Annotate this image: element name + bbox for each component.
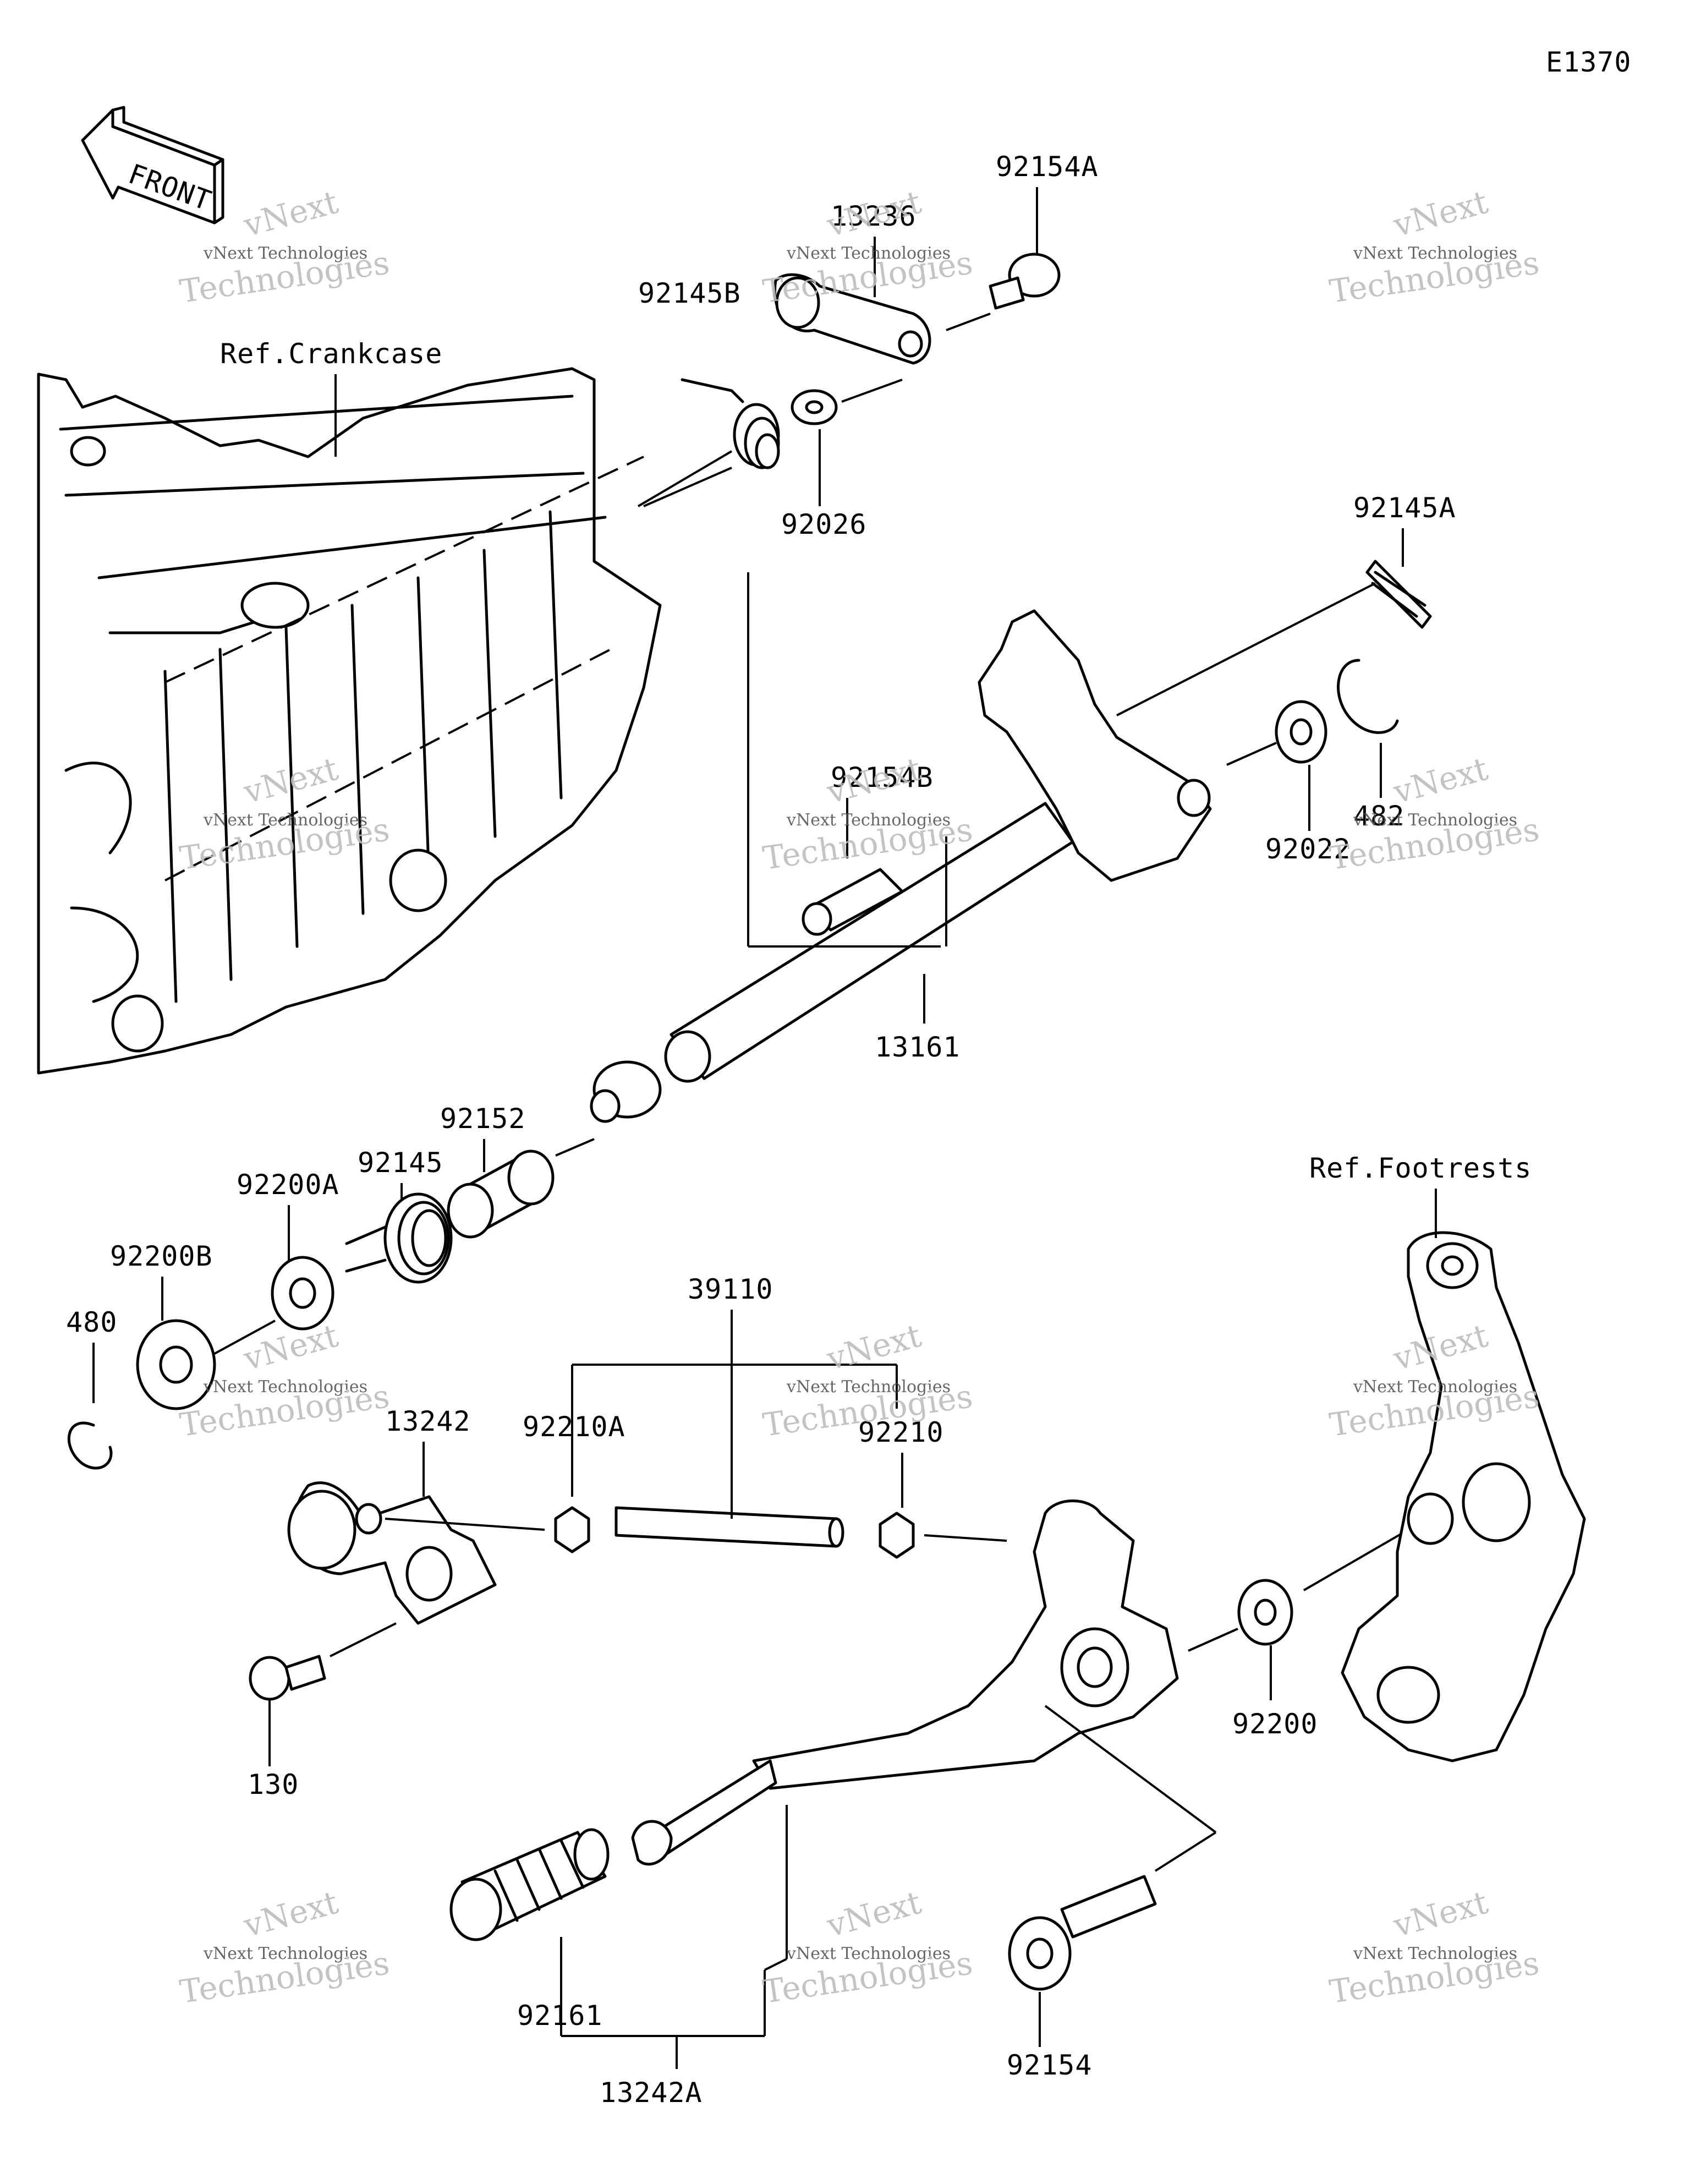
part-39110 xyxy=(614,1506,844,1548)
part-13236 xyxy=(773,273,931,365)
part-92200 xyxy=(1237,1579,1293,1646)
part-92210A xyxy=(554,1506,590,1553)
part-482 xyxy=(1337,659,1399,734)
svg-text:vNext Technologies: vNext Technologies xyxy=(786,1377,951,1397)
svg-text:vNext Technologies: vNext Technologies xyxy=(786,244,951,263)
part-92210 xyxy=(879,1512,915,1559)
label-480: 480 xyxy=(66,1306,117,1338)
label-92154: 92154 xyxy=(1007,2049,1093,2081)
svg-text:vNext: vNext xyxy=(822,183,925,244)
svg-text:vNext: vNext xyxy=(822,1884,925,1945)
svg-text:vNext Technologies: vNext Technologies xyxy=(1353,1944,1517,1963)
svg-text:vNext: vNext xyxy=(1389,750,1492,811)
label-92210: 92210 xyxy=(858,1416,944,1448)
label-39110: 39110 xyxy=(688,1273,773,1305)
svg-text:vNext: vNext xyxy=(1389,183,1492,244)
label-92022: 92022 xyxy=(1265,833,1351,865)
label-92161: 92161 xyxy=(517,2000,603,2032)
part-130 xyxy=(249,1655,326,1701)
svg-text:vNext: vNext xyxy=(822,1317,925,1378)
part-92154 xyxy=(1008,1875,1157,1991)
part-92145B xyxy=(681,378,780,469)
label-92145B: 92145B xyxy=(638,277,741,309)
part-92152 xyxy=(447,1150,555,1239)
part-92200A xyxy=(271,1256,334,1331)
svg-text:vNext Technologies: vNext Technologies xyxy=(786,811,951,830)
label-92200B: 92200B xyxy=(110,1240,213,1272)
label-482: 482 xyxy=(1353,800,1404,832)
label-92200: 92200 xyxy=(1232,1708,1318,1740)
label-92145A: 92145A xyxy=(1353,492,1456,524)
part-92200B xyxy=(136,1319,216,1410)
label-13236: 13236 xyxy=(831,200,917,232)
front-arrow-icon: FRONT xyxy=(81,106,224,225)
label-92145: 92145 xyxy=(358,1147,443,1179)
part-92022 xyxy=(1275,700,1327,764)
svg-text:vNext Technologies: vNext Technologies xyxy=(786,1944,951,1963)
part-92145A xyxy=(1365,560,1432,629)
svg-text:vNext: vNext xyxy=(239,183,342,244)
part-480 xyxy=(67,1421,113,1470)
svg-text:vNext Technologies: vNext Technologies xyxy=(1353,244,1517,263)
part-92026 xyxy=(791,389,838,425)
ref-footrests-label: Ref.Footrests xyxy=(1309,1152,1532,1184)
label-92154A: 92154A xyxy=(996,151,1099,183)
part-13161 xyxy=(590,609,1212,1123)
label-13242A: 13242A xyxy=(600,2077,703,2109)
part-92161 xyxy=(449,1828,610,1941)
part-92145 xyxy=(345,1192,453,1284)
svg-text:vNext: vNext xyxy=(239,1884,342,1945)
svg-text:vNext: vNext xyxy=(822,750,925,811)
svg-text:vNext Technologies: vNext Technologies xyxy=(203,244,367,263)
ref-crankcase-label: Ref.Crankcase xyxy=(220,338,442,370)
svg-text:vNext: vNext xyxy=(1389,1884,1492,1945)
svg-text:vNext Technologies: vNext Technologies xyxy=(1353,1377,1517,1397)
svg-text:vNext Technologies: vNext Technologies xyxy=(203,1377,367,1397)
label-130: 130 xyxy=(248,1769,299,1800)
part-13242A xyxy=(631,1499,1179,1866)
footrest-bracket-illustration xyxy=(1341,1231,1586,1762)
crankcase-illustration xyxy=(37,367,662,1075)
svg-text:vNext Technologies: vNext Technologies xyxy=(1353,811,1517,830)
part-92154A xyxy=(989,253,1061,310)
part-92154B xyxy=(802,868,904,936)
diagram-code: E1370 xyxy=(1546,46,1632,78)
label-13242: 13242 xyxy=(385,1405,471,1437)
svg-text:vNext Technologies: vNext Technologies xyxy=(203,811,367,830)
label-92210A: 92210A xyxy=(523,1411,625,1443)
label-92200A: 92200A xyxy=(237,1169,339,1201)
label-92026: 92026 xyxy=(781,508,867,540)
label-92154B: 92154B xyxy=(831,762,934,793)
part-13242 xyxy=(287,1481,497,1625)
label-92152: 92152 xyxy=(440,1103,526,1135)
label-13161: 13161 xyxy=(875,1031,961,1063)
svg-text:vNext Technologies: vNext Technologies xyxy=(203,1944,367,1963)
